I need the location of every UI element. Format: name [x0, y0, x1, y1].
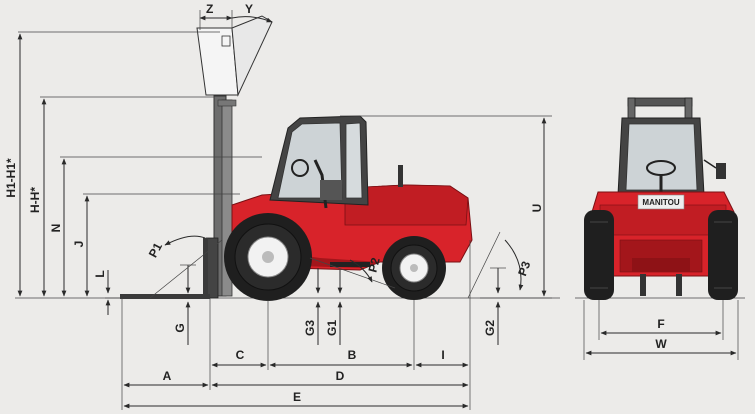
- side-view-dimensions: Z Y H1-H1* H-H* N J L P1 P2 P3 U G G3 G1…: [4, 2, 552, 410]
- label-g2: G2: [483, 320, 497, 336]
- label-c: C: [236, 348, 245, 362]
- angle-arc-p3: [504, 239, 524, 291]
- front-view-dimensions: F W: [583, 300, 739, 360]
- label-z: Z: [206, 2, 213, 16]
- label-w: W: [655, 337, 667, 351]
- label-p2: P2: [365, 256, 382, 274]
- label-n: N: [49, 224, 63, 233]
- label-h1: H1-H1*: [4, 158, 18, 198]
- label-g1: G1: [325, 320, 339, 336]
- front-wheel: [224, 213, 312, 301]
- dim-line-y: [231, 16, 273, 23]
- rear-wheel: [382, 236, 446, 300]
- label-j: J: [72, 241, 86, 248]
- front-right-wheel: [708, 210, 738, 300]
- fork: [120, 238, 210, 299]
- angle-arc-p2: [349, 259, 373, 283]
- label-p3: P3: [515, 259, 533, 278]
- cab: [269, 115, 369, 209]
- label-b: B: [348, 348, 357, 362]
- label-a: A: [163, 369, 172, 383]
- angle-arc-p1: [164, 235, 206, 246]
- label-i: I: [441, 348, 444, 362]
- front-view-forklift: MANITOU: [575, 97, 745, 300]
- label-y: Y: [245, 2, 253, 16]
- side-view-forklift: [105, 15, 560, 301]
- label-f: F: [657, 317, 664, 331]
- label-l: L: [93, 270, 107, 277]
- label-u: U: [530, 204, 544, 213]
- label-p1: P1: [146, 240, 165, 260]
- label-h: H-H*: [28, 187, 42, 213]
- label-g3: G3: [303, 320, 317, 336]
- label-e: E: [293, 390, 301, 404]
- front-left-wheel: [584, 210, 614, 300]
- brand-logo: MANITOU: [642, 198, 679, 207]
- mast: [205, 95, 237, 299]
- mast-top-extension: [196, 15, 273, 97]
- label-d: D: [336, 369, 345, 383]
- label-g: G: [173, 323, 187, 332]
